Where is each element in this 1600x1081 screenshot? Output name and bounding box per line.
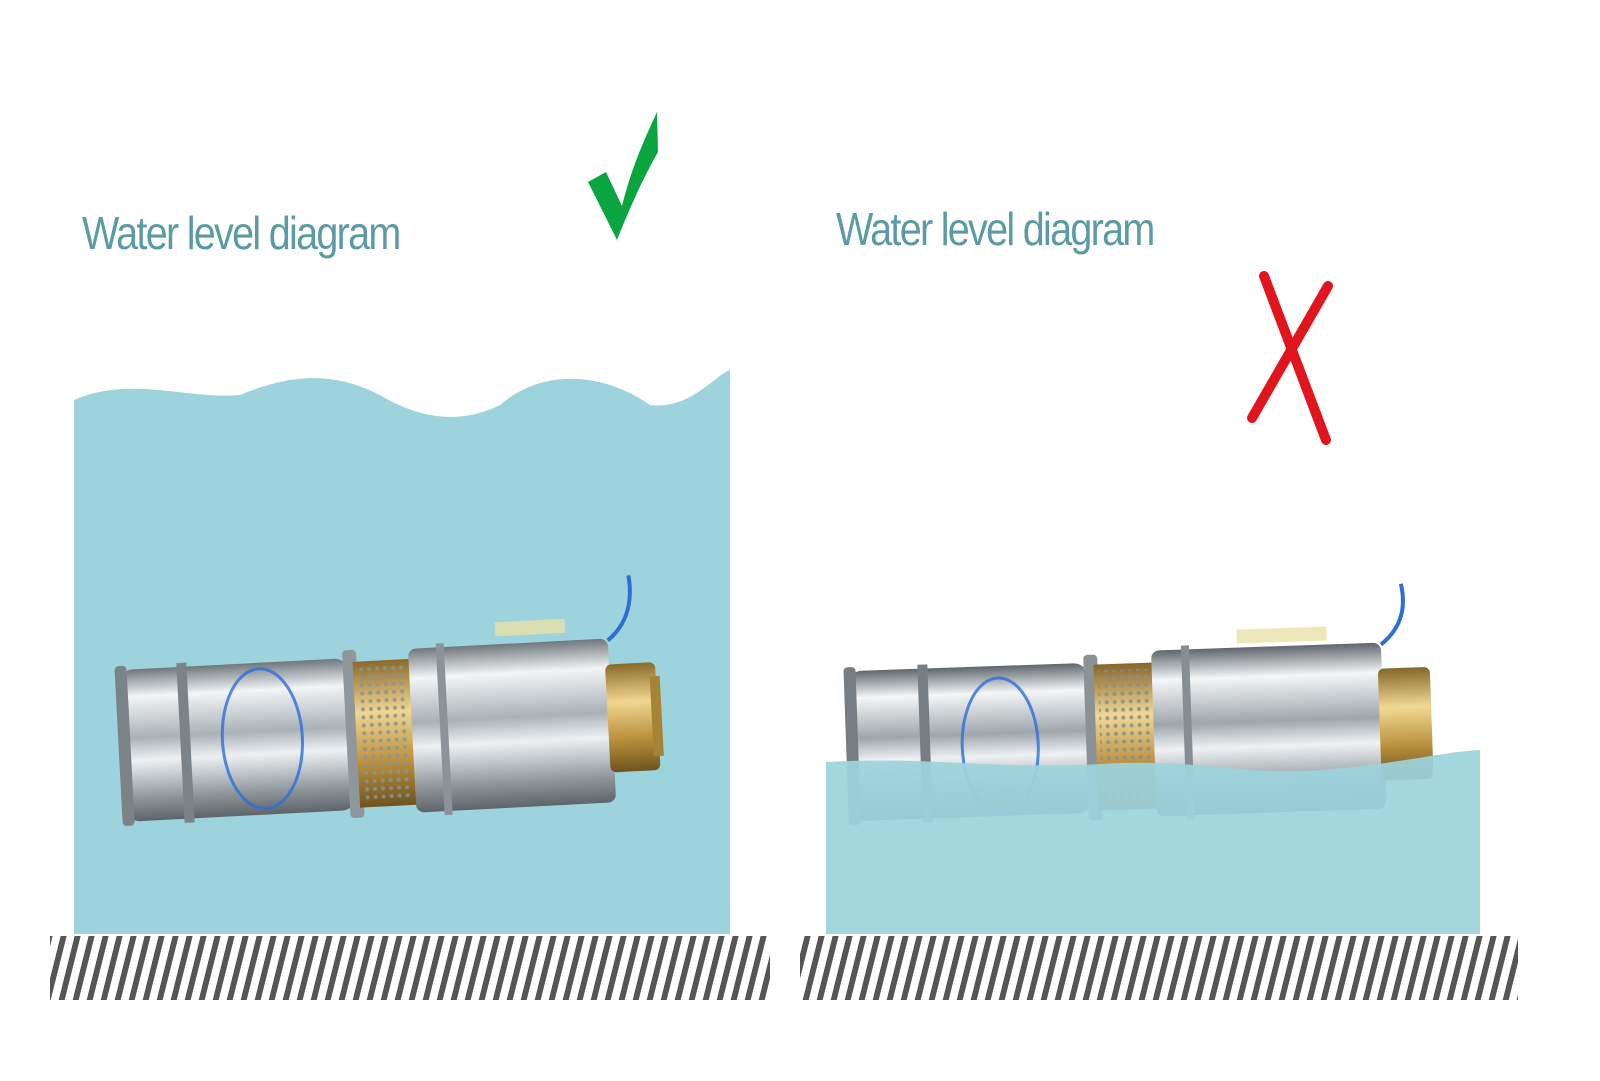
intake-mesh: [356, 665, 412, 804]
water-body: [74, 370, 730, 934]
outlet: [605, 662, 661, 773]
cable: [1379, 583, 1405, 647]
panel-title: Water level diagram: [82, 207, 401, 259]
cable: [606, 574, 632, 643]
ground-hatch: [50, 936, 770, 1000]
panel-title: Water level diagram: [836, 203, 1155, 255]
correct-scene: [50, 112, 770, 1000]
incorrect-scene: [800, 271, 1518, 1000]
water-body: [826, 750, 1480, 934]
panel-incorrect: Water level diagram: [800, 0, 1600, 1081]
outlet: [1377, 667, 1434, 781]
pump-body: [408, 638, 616, 813]
panel-correct: Water level diagram: [50, 112, 770, 1000]
pump: [114, 574, 664, 826]
check-icon: [588, 112, 658, 240]
ground-hatch: [800, 936, 1518, 1000]
cross-icon: [1247, 271, 1333, 445]
